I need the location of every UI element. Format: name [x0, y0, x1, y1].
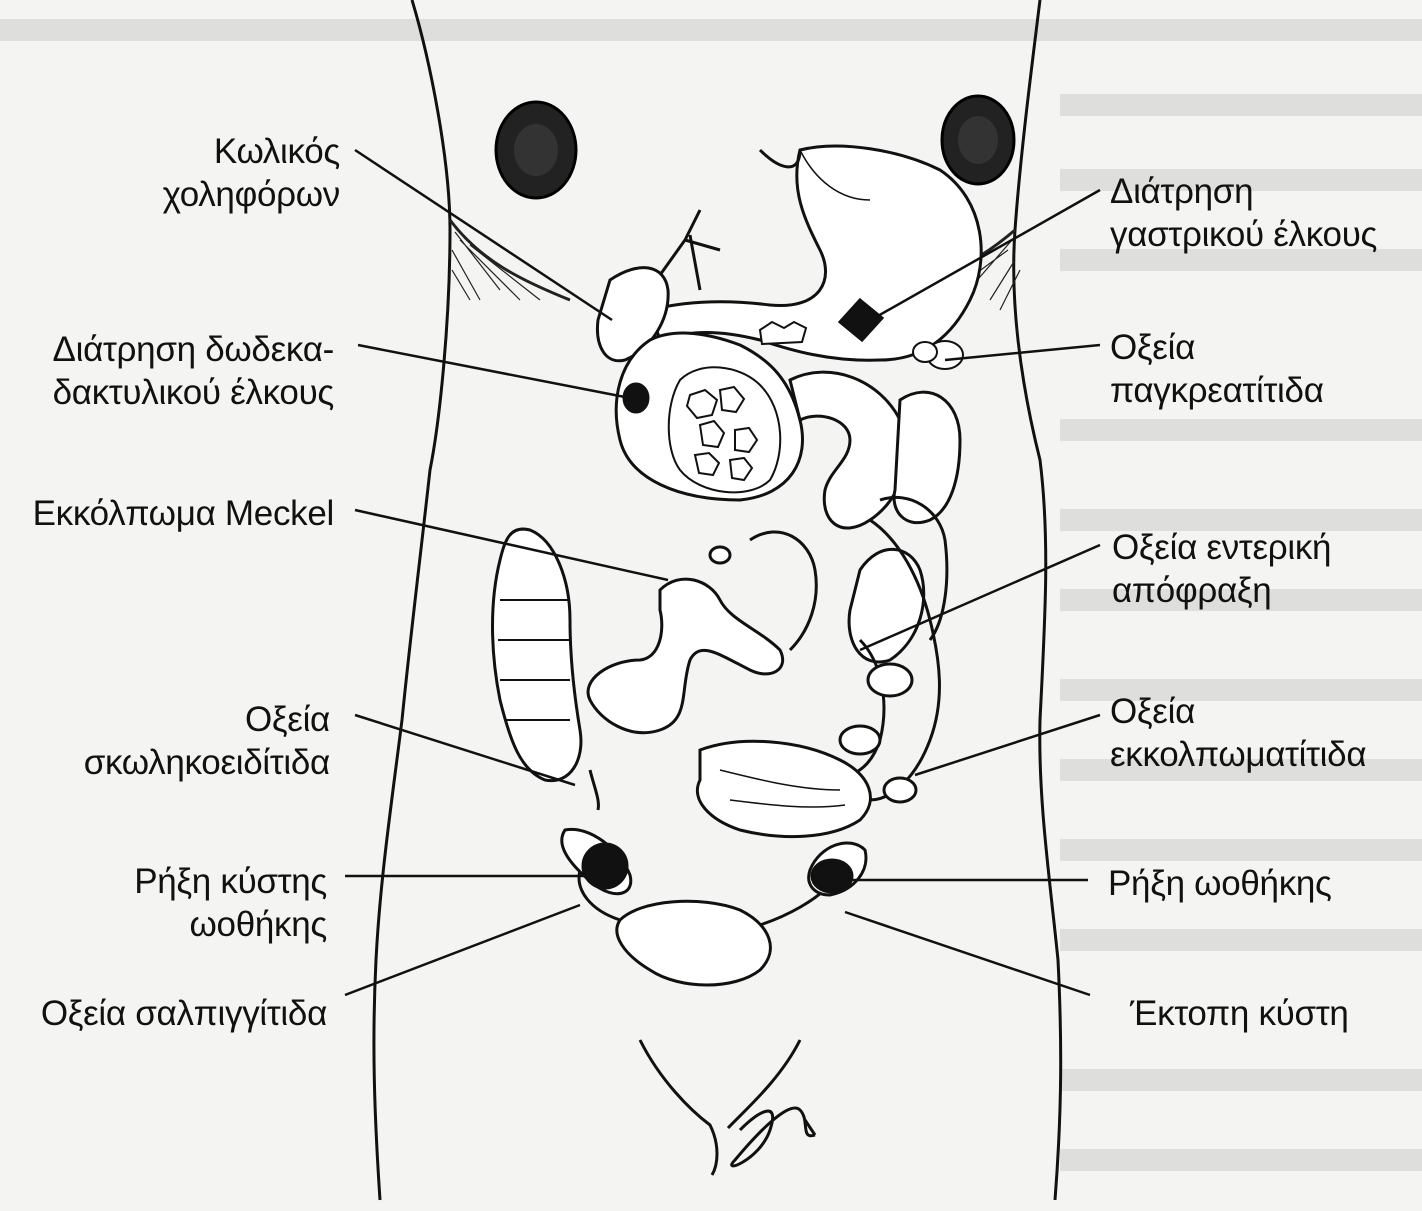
label-gastric-ulcer: Διάτρηση γαστρικού έλκους — [1110, 170, 1377, 256]
artist-signature — [732, 1108, 815, 1166]
sigmoid — [697, 741, 870, 836]
label-meckel-line1: Εκκόλπωμα Meckel — [33, 492, 334, 535]
label-ovary-rupture-line1: Ρήξη ωοθήκης — [1108, 862, 1332, 905]
label-appendicitis: Οξεία σκωληκοειδίτιδα — [84, 698, 330, 784]
label-gastric-ulcer-line1: Διάτρηση — [1110, 170, 1377, 213]
label-pancreatitis-line2: παγκρεατίτιδα — [1110, 369, 1324, 412]
label-pancreatitis-line1: Οξεία — [1110, 326, 1324, 369]
label-salpingitis-line1: Οξεία σαλπιγγίτιδα — [41, 992, 327, 1035]
label-appendicitis-line2: σκωληκοειδίτιδα — [84, 741, 330, 784]
label-obstruction-line2: απόφραξη — [1112, 569, 1331, 612]
label-diverticulitis: Οξεία εκκολπωματίτιδα — [1110, 690, 1366, 776]
label-biliary-colic: Κωλικός χοληφόρων — [163, 130, 340, 216]
label-diverticulitis-line2: εκκολπωματίτιδα — [1110, 733, 1366, 776]
label-biliary-colic-line2: χοληφόρων — [163, 173, 340, 216]
label-ectopic-line1: Έκτοπη κύστη — [1130, 992, 1349, 1035]
label-duodenal-ulcer-line1: Διάτρηση δωδεκα- — [53, 328, 334, 371]
label-pancreatitis: Οξεία παγκρεατίτιδα — [1110, 326, 1324, 412]
label-gastric-ulcer-line2: γαστρικού έλκους — [1110, 213, 1377, 256]
stomach — [650, 146, 981, 360]
label-ectopic: Έκτοπη κύστη — [1130, 992, 1349, 1035]
label-duodenal-ulcer: Διάτρηση δωδεκα- δακτυλικού έλκους — [53, 328, 334, 414]
label-obstruction-line1: Οξεία εντερική — [1112, 526, 1331, 569]
label-ovary-rupture: Ρήξη ωοθήκης — [1108, 862, 1332, 905]
label-diverticulitis-line1: Οξεία — [1110, 690, 1366, 733]
label-meckel: Εκκόλπωμα Meckel — [33, 492, 334, 535]
leader-lines — [345, 150, 1100, 995]
label-ovarian-cyst-line2: ωοθήκης — [134, 903, 327, 946]
label-obstruction: Οξεία εντερική απόφραξη — [1112, 526, 1331, 612]
label-ovarian-cyst: Ρήξη κύστης ωοθήκης — [134, 860, 327, 946]
label-biliary-colic-line1: Κωλικός — [163, 130, 340, 173]
label-duodenal-ulcer-line2: δακτυλικού έλκους — [53, 371, 334, 414]
label-ovarian-cyst-line1: Ρήξη κύστης — [134, 860, 327, 903]
label-appendicitis-line1: Οξεία — [84, 698, 330, 741]
label-salpingitis: Οξεία σαλπιγγίτιδα — [41, 992, 327, 1035]
uterus — [562, 829, 866, 985]
